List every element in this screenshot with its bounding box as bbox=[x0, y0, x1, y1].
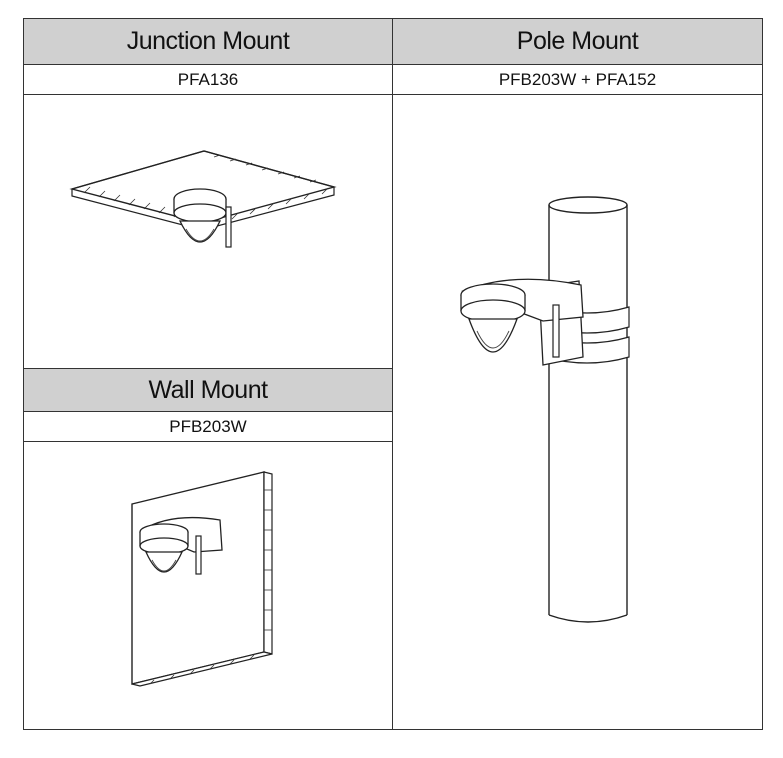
junction-mount-model: PFA136 bbox=[177, 69, 239, 89]
pole-mount-model: PFB203W + PFA152 bbox=[498, 69, 657, 89]
pole-mount-image-cell bbox=[392, 94, 763, 730]
wall-mount-title: Wall Mount bbox=[148, 375, 268, 404]
pole-mount-header: Pole Mount bbox=[392, 18, 763, 65]
junction-mount-title: Junction Mount bbox=[126, 27, 290, 55]
junction-mount-image-cell bbox=[23, 94, 393, 369]
wall-mount-illustration bbox=[131, 471, 273, 687]
pole-mount-illustration bbox=[460, 196, 630, 623]
wall-mount-image-cell bbox=[23, 441, 393, 730]
pole-mount-title: Pole Mount bbox=[516, 27, 639, 55]
wall-mount-header: Wall Mount bbox=[23, 368, 393, 412]
junction-mount-header: Junction Mount bbox=[23, 18, 393, 65]
junction-mount-model-cell: PFA136 bbox=[23, 64, 393, 95]
ceiling-junction-mount-illustration bbox=[69, 150, 337, 248]
wall-mount-model-cell: PFB203W bbox=[23, 411, 393, 442]
wall-mount-model: PFB203W bbox=[169, 416, 247, 436]
pole-mount-model-cell: PFB203W + PFA152 bbox=[392, 64, 763, 95]
